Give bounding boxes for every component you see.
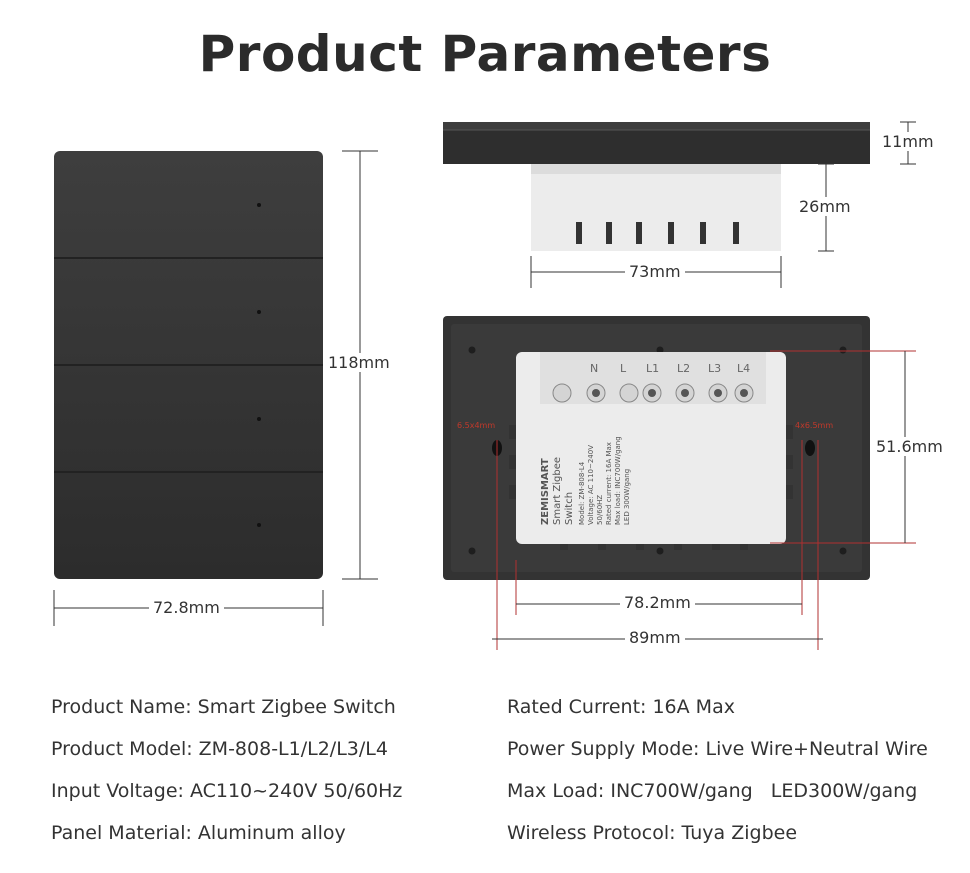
terminal-l3: L3 — [708, 362, 721, 375]
module-voltage: Voltage: AC 110~240V — [587, 445, 595, 525]
specs-left: Product Name: Smart Zigbee Switch Produc… — [51, 686, 402, 854]
spec-power-supply: Power Supply Mode: Live Wire+Neutral Wir… — [507, 738, 928, 760]
module-led: LED 300W/gang — [623, 469, 631, 525]
terminal-l4: L4 — [737, 362, 750, 375]
back-hole-inner-label: 78.2mm — [620, 593, 695, 612]
side-panel-depth-label: 11mm — [878, 132, 938, 151]
hole-right-label: 4x6.5mm — [795, 421, 833, 430]
hole-left-label: 6.5x4mm — [457, 421, 495, 430]
page-title: Product Parameters — [198, 25, 772, 83]
indicator-dot-4 — [257, 523, 261, 527]
module-model: Model: ZM-808-L4 — [578, 461, 586, 525]
spec-rated-current: Rated Current: 16A Max — [507, 696, 735, 718]
module-freq: 50/60HZ — [596, 495, 604, 525]
spec-wireless-protocol: Wireless Protocol: Tuya Zigbee — [507, 822, 798, 844]
specs-right: Rated Current: 16A Max Power Supply Mode… — [507, 686, 928, 854]
side-module-body — [531, 164, 781, 251]
front-width-label: 72.8mm — [149, 598, 224, 617]
indicator-dot-2 — [257, 310, 261, 314]
front-height-label: 118mm — [324, 353, 394, 372]
spec-product-name: Product Name: Smart Zigbee Switch — [51, 696, 396, 718]
spec-product-model: Product Model: ZM-808-L1/L2/L3/L4 — [51, 738, 388, 760]
side-body-width-label: 73mm — [625, 262, 685, 281]
module-brand: ZEMISMART — [540, 458, 551, 525]
spec-panel-material: Panel Material: Aluminum alloy — [51, 822, 346, 844]
module-maxload: Max load: INC700W/gang — [614, 436, 622, 525]
back-hole-outer-label: 89mm — [625, 628, 685, 647]
terminal-l1: L1 — [646, 362, 659, 375]
terminal-l2: L2 — [677, 362, 690, 375]
terminal-l: L — [620, 362, 627, 375]
back-hole-vertical-label: 51.6mm — [872, 437, 947, 456]
indicator-dot-3 — [257, 417, 261, 421]
spec-input-voltage: Input Voltage: AC110~240V 50/60Hz — [51, 780, 403, 802]
spec-max-load: Max Load: INC700W/gang LED300W/gang — [507, 780, 918, 802]
terminal-n: N — [590, 362, 598, 375]
module-current: Rated current: 16A Max — [605, 442, 613, 525]
side-body-depth-label: 26mm — [795, 197, 855, 216]
module-line1: Smart Zigbee — [552, 457, 563, 525]
module-line2: Switch — [564, 492, 575, 525]
indicator-dot-1 — [257, 203, 261, 207]
